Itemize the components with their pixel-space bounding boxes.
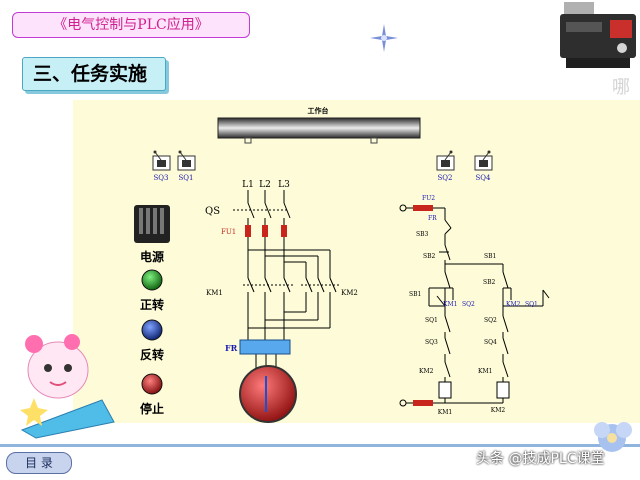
fuse-fu1-a bbox=[245, 225, 251, 237]
label-sb2-right: SB2 bbox=[483, 279, 496, 286]
label-qs: QS bbox=[205, 206, 220, 217]
label-sq2-right: SQ2 bbox=[484, 317, 497, 324]
stop-button[interactable] bbox=[141, 373, 163, 395]
forward-label: 正转 bbox=[140, 297, 164, 312]
label-l2: L2 bbox=[259, 180, 271, 190]
label-sb1-left: SB1 bbox=[409, 291, 421, 298]
worktable bbox=[217, 117, 421, 139]
reverse-button[interactable] bbox=[141, 319, 163, 341]
control-circuit bbox=[399, 204, 550, 407]
label-km1-main: KM1 bbox=[206, 289, 223, 297]
label-sq4-right: SQ4 bbox=[484, 339, 497, 346]
limit-switch-sq4: SQ4 bbox=[474, 150, 493, 182]
mascot-illustration bbox=[20, 334, 115, 439]
limit-switch-sq1: SQ1 bbox=[177, 150, 196, 182]
label-km2-interlock: KM2 bbox=[419, 368, 434, 375]
fuse-fu2-bottom bbox=[413, 400, 433, 406]
sparkle-icon bbox=[370, 24, 398, 52]
diagram-panel bbox=[73, 100, 640, 423]
power-label: 电源 bbox=[140, 249, 164, 264]
side-glyph: 哪 bbox=[612, 77, 630, 98]
fuse-fu2 bbox=[413, 205, 433, 211]
limit-switch-sq2: SQ2 bbox=[436, 150, 455, 182]
circuit-diagram: 工作台 SQ3 SQ1 SQ2 SQ4 电源 正转 反转 停止 bbox=[134, 106, 550, 423]
label-l1: L1 bbox=[242, 180, 254, 190]
label-fu2: FU2 bbox=[422, 195, 435, 202]
thermal-relay-fr bbox=[239, 339, 291, 355]
label-fu1: FU1 bbox=[221, 228, 236, 236]
label-sq2-aux: SQ2 bbox=[462, 301, 475, 308]
limit-switch-sq3-label: SQ3 bbox=[154, 174, 169, 182]
reverse-label: 反转 bbox=[140, 347, 164, 362]
limit-switch-sq1-label: SQ1 bbox=[179, 174, 194, 182]
label-fr-ctrl: FR bbox=[428, 215, 437, 222]
stop-label: 停止 bbox=[140, 401, 164, 416]
worktable-label: 工作台 bbox=[308, 106, 329, 115]
fuse-fu1-c bbox=[281, 225, 287, 237]
flower-decoration bbox=[594, 422, 632, 452]
label-km2-aux: KM2 bbox=[506, 301, 521, 308]
label-km2-main: KM2 bbox=[341, 289, 358, 297]
label-sb2-left: SB2 bbox=[423, 253, 436, 260]
footer-line bbox=[0, 444, 640, 447]
km2-coil bbox=[496, 381, 510, 399]
power-switch-icon bbox=[134, 205, 170, 243]
watermark: 头条 @技成PLC课堂 bbox=[476, 451, 605, 467]
label-km1-aux: KM1 bbox=[443, 301, 457, 308]
power-circuit bbox=[233, 190, 341, 368]
label-l3: L3 bbox=[278, 180, 290, 190]
motor-icon bbox=[239, 365, 297, 423]
km1-coil bbox=[438, 381, 452, 399]
section-banner: 三、任务实施 bbox=[22, 57, 166, 91]
limit-switch-sq2-label: SQ2 bbox=[438, 174, 453, 182]
label-sb1-right: SB1 bbox=[484, 253, 496, 260]
menu-button[interactable]: 目 录 bbox=[6, 452, 72, 474]
label-km2-coil: KM2 bbox=[491, 407, 506, 414]
fuse-fu1-b bbox=[262, 225, 268, 237]
label-km1-coil: KM1 bbox=[438, 409, 452, 416]
label-km1-interlock: KM1 bbox=[478, 368, 492, 375]
section-title: 三、任务实施 bbox=[33, 63, 148, 85]
label-sq3-left: SQ3 bbox=[425, 339, 438, 346]
label-fr-main: FR bbox=[225, 343, 238, 353]
limit-switch-sq3: SQ3 bbox=[152, 150, 171, 182]
forward-button[interactable] bbox=[141, 269, 163, 291]
label-sq1-aux: SQ1 bbox=[525, 301, 538, 308]
label-sb3: SB3 bbox=[416, 231, 429, 238]
label-sq1-left: SQ1 bbox=[425, 317, 438, 324]
course-title: 《电气控制与PLC应用》 bbox=[12, 12, 250, 38]
limit-switch-sq4-label: SQ4 bbox=[476, 174, 492, 182]
thermal-relay-photo bbox=[560, 2, 636, 68]
